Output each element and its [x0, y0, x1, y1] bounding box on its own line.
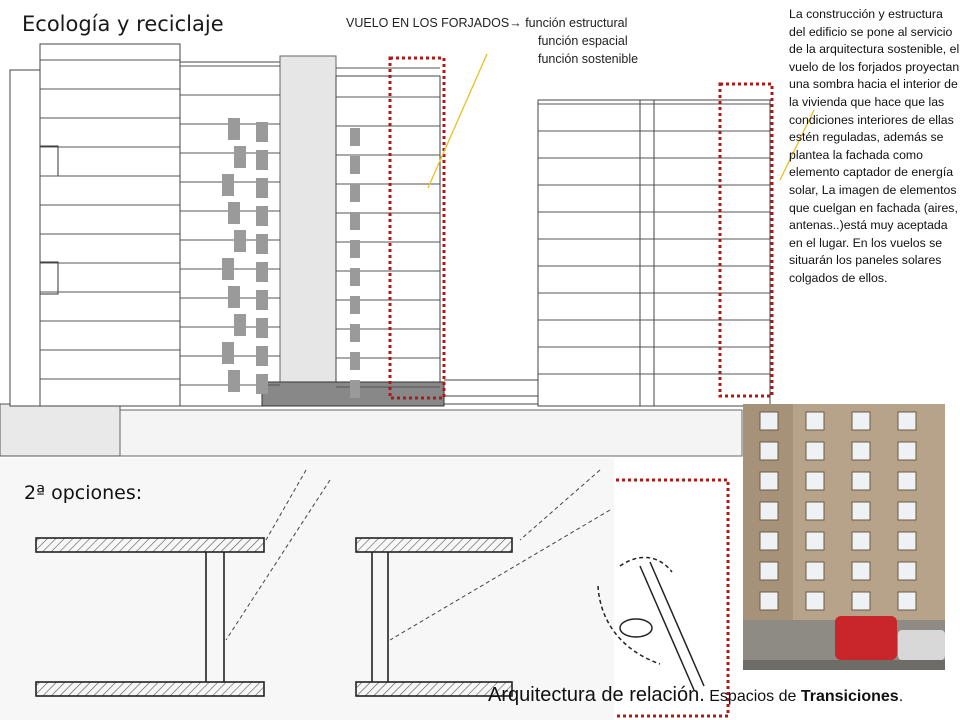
vuelo-note-line1-prefix: VUELO EN LOS FORJADOS: [346, 16, 510, 30]
vuelo-note-line2: función espacial: [538, 34, 628, 48]
footer-main: Arquitectura de relación.: [488, 684, 705, 706]
vuelo-note-line3: función sostenible: [538, 52, 639, 66]
vuelo-note: VUELO EN LOS FORJADOS→ función estructur…: [346, 14, 638, 68]
options-label: 2ª opciones:: [24, 482, 143, 504]
side-paragraph: La construcción y estructura del edifici…: [789, 7, 960, 285]
slide-title: Ecología y reciclaje: [22, 12, 224, 36]
footer-sub-end: .: [898, 688, 904, 705]
arrow-icon: →: [509, 16, 522, 30]
footer-caption: Arquitectura de relación. Espacios de Tr…: [488, 684, 903, 707]
vuelo-note-line1-suffix: función estructural: [521, 16, 628, 30]
footer-sub-bold: Transiciones: [800, 688, 899, 705]
footer-sub-prefix: Espacios de: [704, 688, 801, 705]
